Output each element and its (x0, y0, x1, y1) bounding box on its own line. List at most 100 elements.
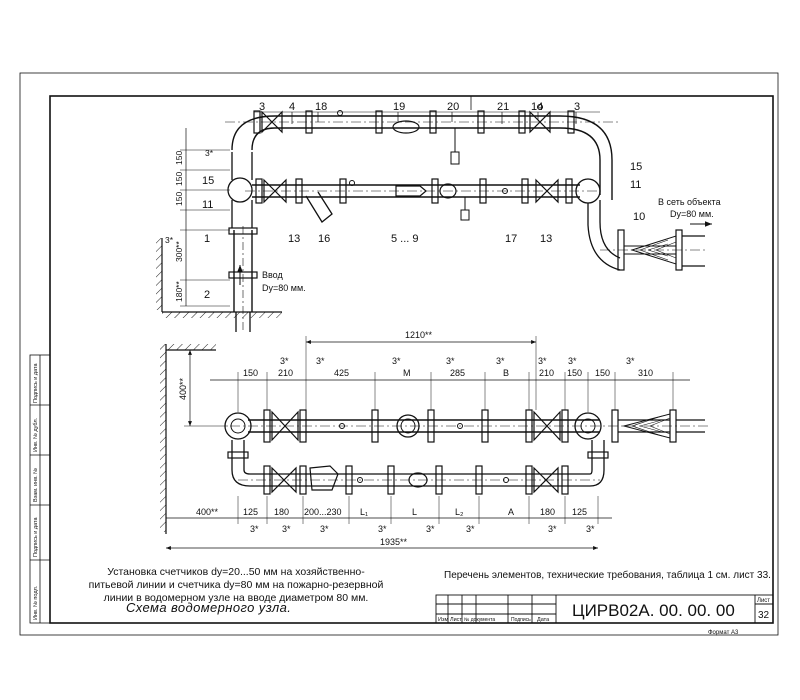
title-block (435, 594, 774, 624)
column-header: Дата (537, 617, 550, 623)
mark-3star: 3* (496, 356, 505, 366)
callout-3: 3 (259, 101, 265, 113)
mark-3star: 3* (280, 356, 289, 366)
callout-4: 4 (289, 101, 295, 113)
mark-3star: 3* (392, 356, 401, 366)
dim-125-b: 125 (572, 507, 587, 517)
left-dimensions: 150 150 150 300** 180** 3* 3* (165, 148, 214, 302)
dim-210-b: 210 (539, 368, 554, 378)
callout-5-9: 5 ... 9 (391, 233, 419, 245)
callout-13-left: 13 (288, 233, 300, 245)
callouts-mid: 15 11 15 11 10 (202, 161, 645, 223)
callout-10: 10 (633, 211, 645, 223)
sheet-label: Лист (757, 598, 770, 604)
dim-285: 285 (450, 368, 465, 378)
title-block-text: Изм Лист № документа Подпись Дата ЦИРВ02… (438, 598, 770, 636)
mark-3star: 3* (205, 148, 214, 158)
stamp-label: Инв. № дубл. (33, 417, 39, 452)
dim-180-b: 180 (540, 507, 555, 517)
dim-overall-bottom: 1935** (380, 537, 408, 547)
dim-300: 300** (174, 241, 184, 262)
dim-180: 180 (274, 507, 289, 517)
column-header: Лист (450, 617, 462, 623)
column-header: № документа (464, 617, 495, 623)
side-stamp-labels: Подпись и дата Инв. № дубл. Взам. инв. №… (33, 363, 39, 620)
outlet-label: В сеть объекта (658, 197, 721, 207)
callout-1: 1 (204, 233, 210, 245)
document-code: ЦИРВ02А. 00. 00. 00 (572, 601, 735, 620)
dim-150-c: 150 (595, 368, 610, 378)
callout-13-right: 13 (540, 233, 552, 245)
stamp-label: Подпись и дата (33, 363, 39, 403)
callout-2: 2 (204, 289, 210, 301)
callout-16: 16 (318, 233, 330, 245)
dim-b: B (503, 368, 509, 378)
dim-l: L (412, 507, 417, 517)
dim-m: M (403, 368, 411, 378)
dim-210: 210 (278, 368, 293, 378)
mark-3star: 3* (626, 356, 635, 366)
callouts-bottom: 1 2 13 16 5 ... 9 17 13 (204, 233, 552, 301)
format-label: Формат А3 (708, 630, 739, 636)
mark-3star: 3* (586, 524, 595, 534)
dim-overall-top: 1210** (405, 330, 433, 340)
mark-3star: 3* (316, 356, 325, 366)
callout-3-right: 3 (574, 101, 580, 113)
stamp-label: Подпись и дата (33, 517, 39, 557)
scheme-plan (160, 336, 710, 550)
plan-top-dimensions: 1210** 150 210 425 M 285 B 210 150 150 3… (178, 330, 653, 400)
callout-21: 21 (497, 101, 509, 113)
callout-11-left: 11 (202, 199, 213, 211)
stamp-label: Инв. № подл. (33, 585, 39, 620)
dim-150-b: 150 (174, 172, 184, 186)
reference-note: Перечень элементов, технические требован… (444, 570, 771, 581)
callout-17: 17 (505, 233, 517, 245)
dim-400: 400** (196, 507, 219, 517)
mark-3star: 3* (548, 524, 557, 534)
side-stamp (29, 354, 51, 624)
inlet-label: Ввод (262, 270, 283, 280)
callout-20: 20 (447, 101, 459, 113)
mark-3star: 3* (378, 524, 387, 534)
plan-bottom-dimensions: 400** 125 180 200...230 L₁ L L₂ A 180 12… (196, 507, 595, 547)
dim-180: 180** (174, 281, 184, 302)
mark-3star: 3* (250, 524, 259, 534)
mark-3star: 3* (426, 524, 435, 534)
dim-l2: L₂ (455, 507, 464, 517)
dim-l1: L₁ (360, 507, 368, 517)
stamp-label: Взам. инв. № (33, 468, 39, 502)
dim-125: 125 (243, 507, 258, 517)
mark-3star: 3* (568, 356, 577, 366)
inlet-outlet-labels: Ввод Dy=80 мм. В сеть объекта Dy=80 мм. (262, 197, 721, 293)
dim-200-230: 200...230 (304, 507, 342, 517)
callout-19: 19 (393, 101, 405, 113)
sheet-number: 32 (758, 610, 770, 621)
dim-150-b: 150 (567, 368, 582, 378)
callout-18: 18 (315, 101, 327, 113)
drawing-title: Схема водомерного узла. (126, 600, 292, 615)
mark-3star: 3* (466, 524, 475, 534)
installation-description: Установка счетчиков dy=20...50 мм на хоз… (88, 566, 384, 604)
sheet-frame (19, 72, 779, 636)
callout-15-left: 15 (202, 175, 214, 187)
mark-3star: 3* (165, 235, 174, 245)
column-header: Изм (438, 617, 448, 623)
mark-3star: 3* (538, 356, 547, 366)
outlet-diameter: Dy=80 мм. (670, 209, 714, 219)
dim-425: 425 (334, 368, 349, 378)
dim-150-a: 150 (174, 151, 184, 165)
callouts-top: 3 4 18 19 20 21 14 3 (259, 101, 580, 113)
dim-310: 310 (638, 368, 653, 378)
column-header: Подпись (511, 617, 531, 623)
inlet-diameter: Dy=80 мм. (262, 283, 306, 293)
dim-height: 400** (178, 377, 188, 400)
mark-3star: 3* (282, 524, 291, 534)
scheme-isometric (156, 104, 712, 332)
mark-3star: 3* (446, 356, 455, 366)
dim-150: 150 (243, 368, 258, 378)
mark-3star: 3* (320, 524, 329, 534)
dim-a: A (508, 507, 514, 517)
dim-150-c: 150 (174, 192, 184, 206)
callout-15-right: 15 (630, 161, 642, 173)
